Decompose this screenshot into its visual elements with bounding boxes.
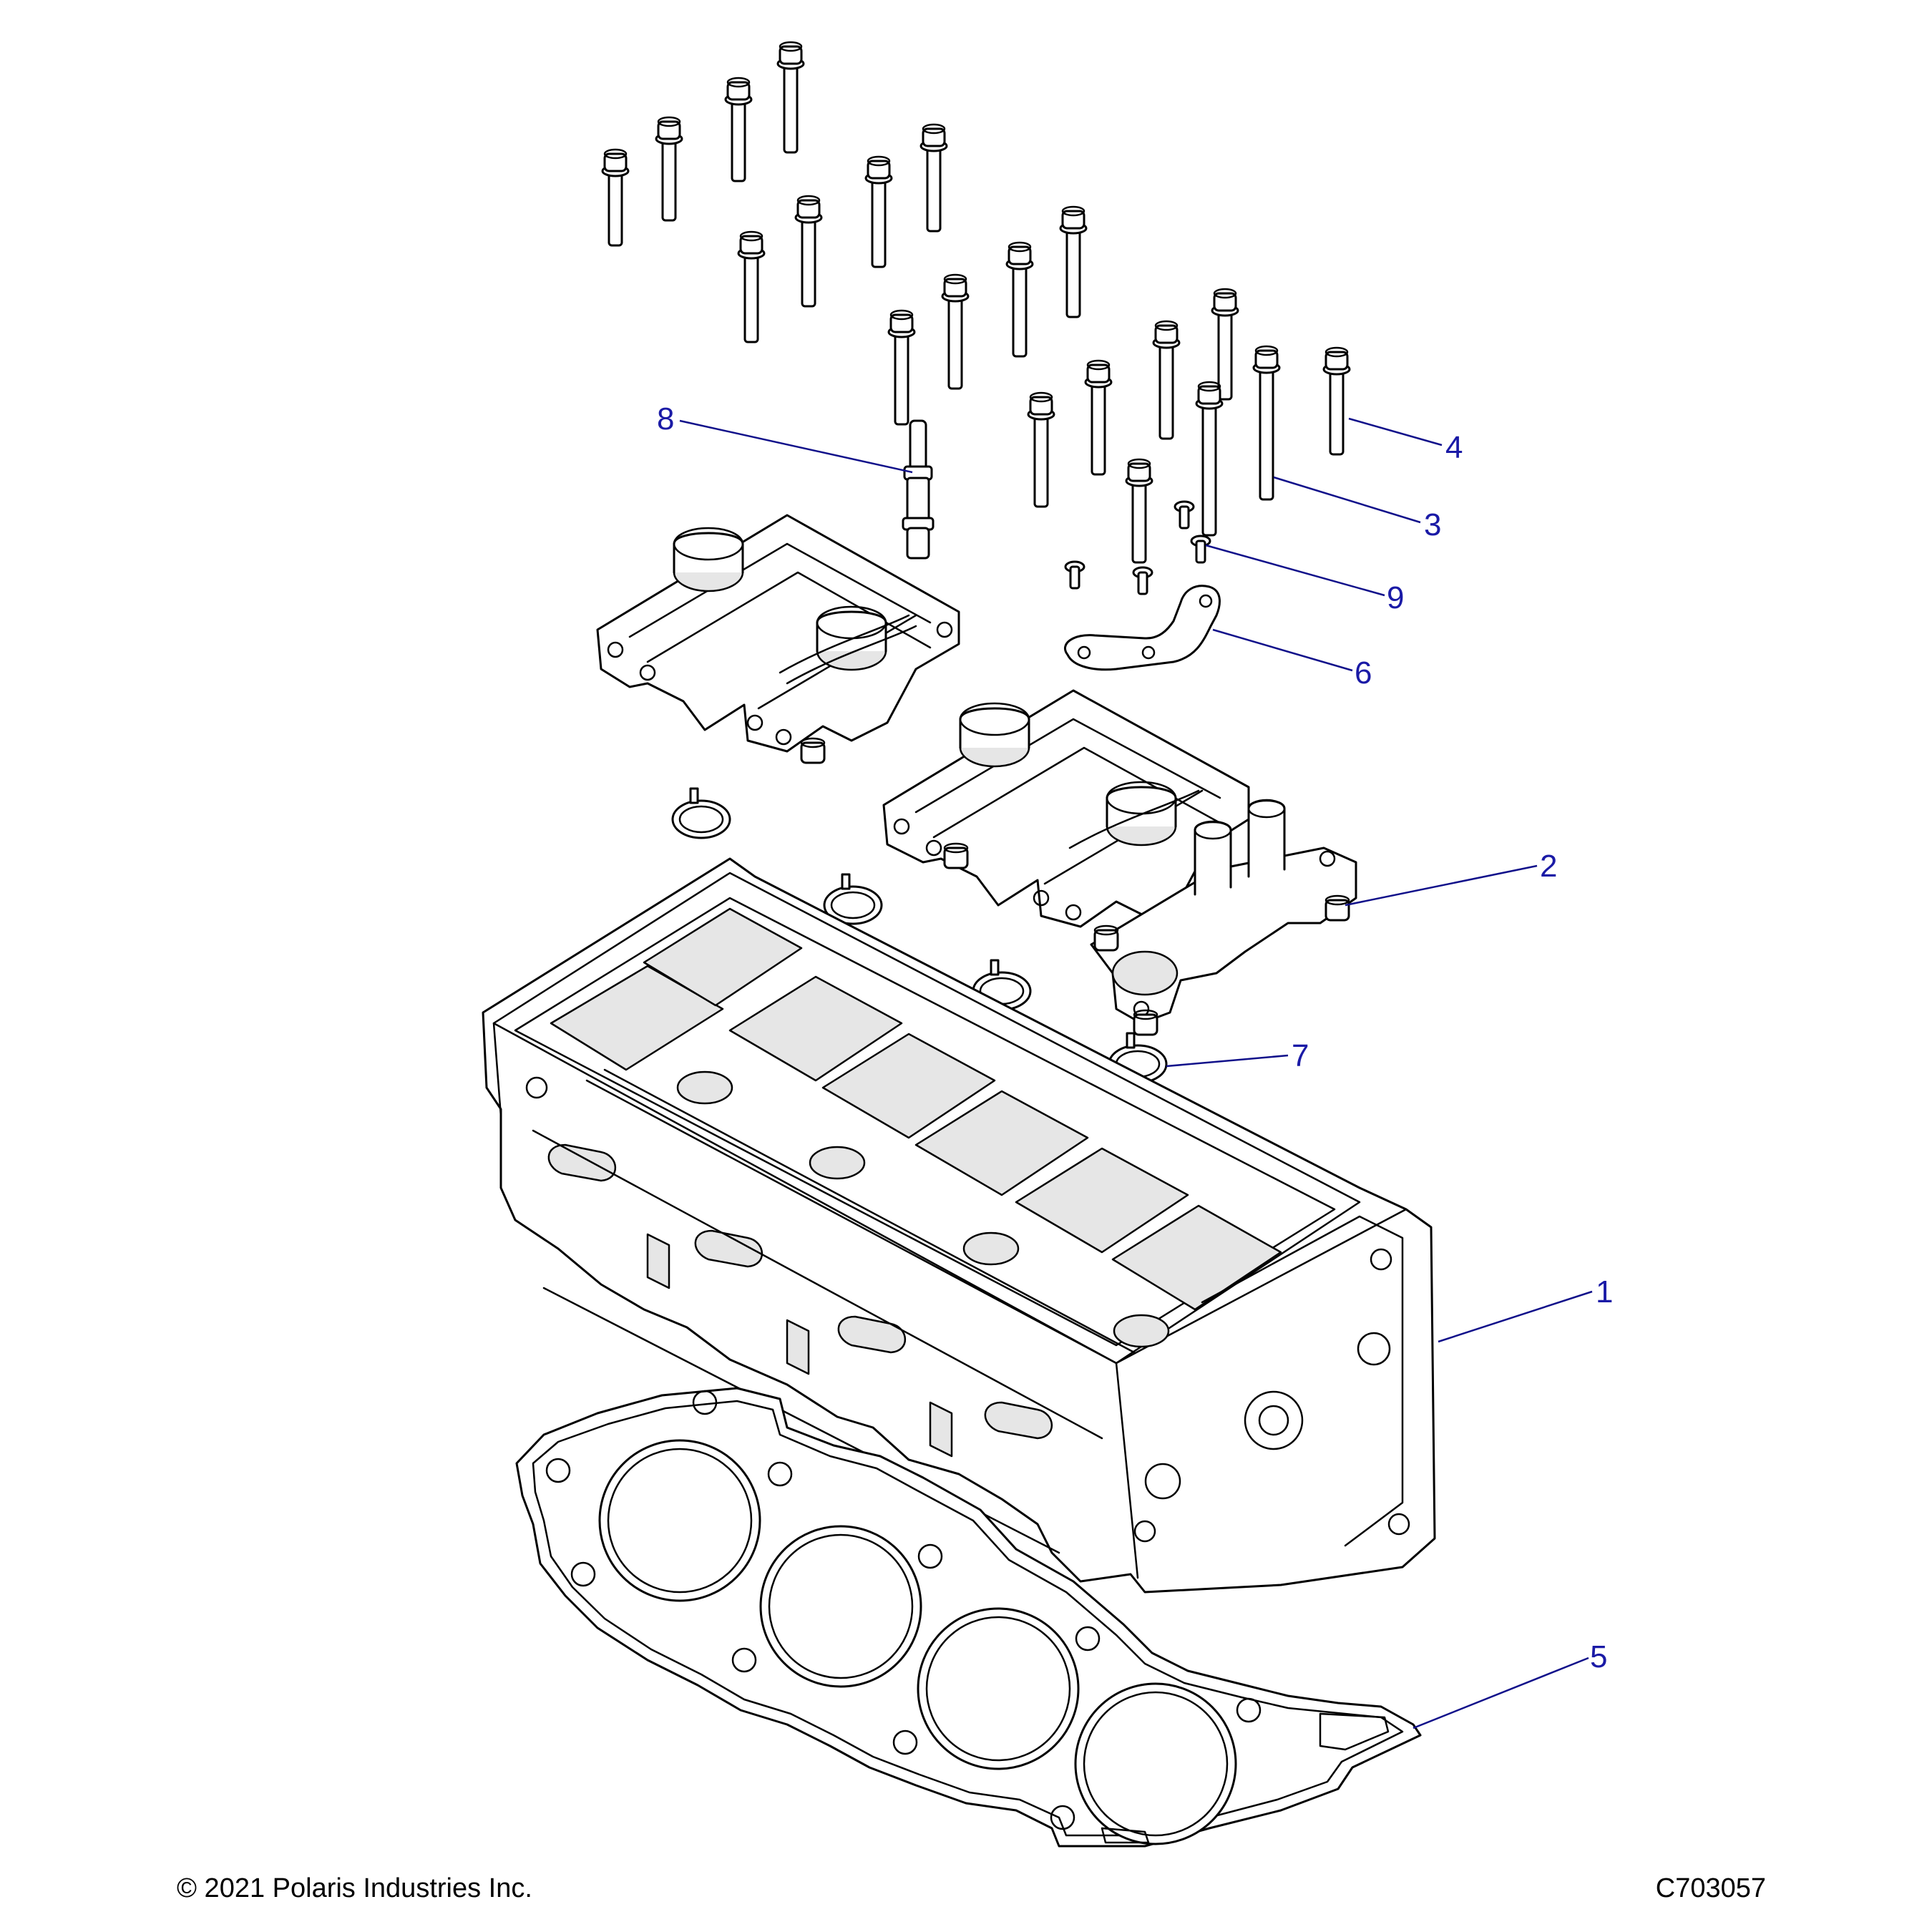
head-bolt xyxy=(1322,346,1351,456)
head-bolt xyxy=(794,195,823,308)
head-bolt xyxy=(1125,458,1153,564)
oil-tube-bracket xyxy=(1064,585,1221,671)
head-bolt xyxy=(737,230,766,343)
head-bolt xyxy=(1211,288,1239,401)
head-bolt xyxy=(919,123,948,233)
callout-8: 8 xyxy=(657,401,674,436)
head-bolt xyxy=(887,309,916,426)
figure-id: C703057 xyxy=(1655,1873,1766,1903)
head-bolt xyxy=(1084,359,1113,476)
head-bolt xyxy=(724,77,753,182)
callout-4: 4 xyxy=(1445,430,1463,465)
callout-7: 7 xyxy=(1292,1038,1309,1073)
head-bolt xyxy=(1252,345,1281,501)
head-bolt xyxy=(1005,241,1034,358)
callout-3: 3 xyxy=(1424,507,1441,542)
head-bolt xyxy=(1027,391,1055,508)
head-bolt xyxy=(864,155,893,268)
head-bolt xyxy=(1152,320,1181,440)
head-gasket xyxy=(515,1387,1422,1848)
copyright-notice: © 2021 Polaris Industries Inc. xyxy=(177,1873,532,1903)
dowels xyxy=(800,737,1350,1036)
head-bolt xyxy=(1059,205,1088,318)
cam-carrier-left xyxy=(596,514,960,753)
callouts: 1 2 3 4 5 6 7 8 9 xyxy=(657,401,1613,1729)
head-bolt xyxy=(1195,381,1224,537)
callout-9: 9 xyxy=(1387,580,1404,615)
head-bolt xyxy=(655,116,683,222)
cam-carrier-end xyxy=(1090,799,1357,1025)
cam-carrier-right xyxy=(882,689,1250,928)
head-bolt xyxy=(601,148,630,247)
callout-6: 6 xyxy=(1355,655,1372,691)
head-bolt xyxy=(776,41,805,154)
stud xyxy=(902,419,935,560)
cylinder-head xyxy=(482,857,1436,1594)
head-bolt xyxy=(941,273,970,390)
head-bolts-group xyxy=(601,41,1351,564)
callout-1: 1 xyxy=(1596,1274,1613,1309)
small-screws xyxy=(1064,500,1211,595)
callout-5: 5 xyxy=(1590,1639,1607,1674)
callout-2: 2 xyxy=(1540,849,1557,884)
